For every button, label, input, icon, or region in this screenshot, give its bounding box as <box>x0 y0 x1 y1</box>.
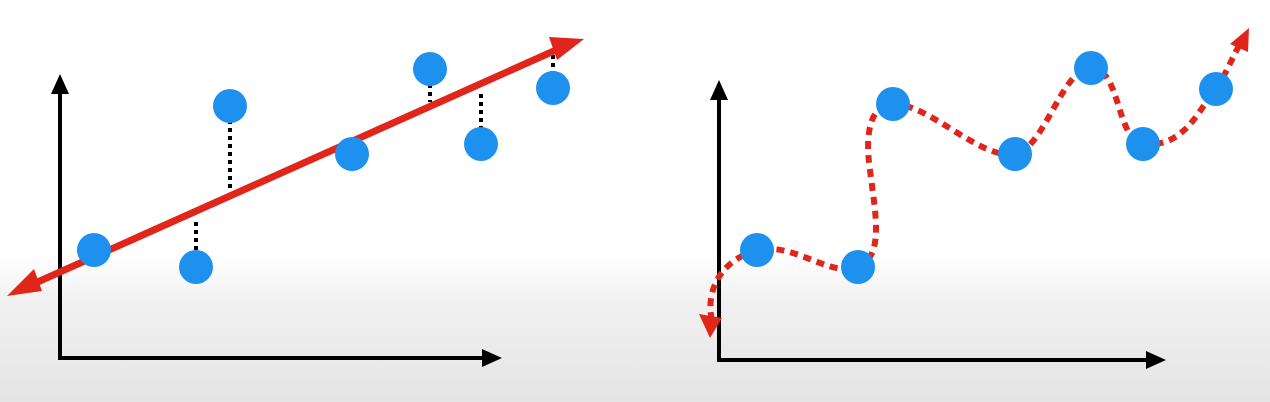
left-points <box>77 52 570 284</box>
data-point <box>998 137 1032 171</box>
fit-curve-arrowhead-left <box>699 314 722 338</box>
right-fit-curve <box>699 28 1249 338</box>
right-panel <box>699 28 1249 369</box>
data-point <box>179 250 213 284</box>
data-point <box>413 52 447 86</box>
right-x-axis-arrowhead <box>1146 351 1166 369</box>
fit-line-arrowhead-right <box>549 37 584 60</box>
data-point <box>1074 51 1108 85</box>
left-panel <box>7 37 584 367</box>
data-point <box>536 71 570 105</box>
left-x-axis-arrowhead <box>482 349 502 367</box>
fit-curve-arrowhead-right <box>1230 28 1249 52</box>
data-point <box>77 233 111 267</box>
left-axes <box>51 74 502 367</box>
left-residuals <box>194 55 555 252</box>
right-axes <box>710 80 1166 369</box>
right-y-axis-arrowhead <box>710 80 728 100</box>
left-fit-line <box>7 37 584 296</box>
data-point <box>876 87 910 121</box>
fit-line <box>18 42 569 293</box>
data-point <box>1126 127 1160 161</box>
fit-line-arrowhead-left <box>7 269 42 296</box>
right-points <box>740 51 1233 284</box>
data-point <box>1199 72 1233 106</box>
data-point <box>740 233 774 267</box>
fit-curve <box>707 42 1243 321</box>
data-point <box>464 127 498 161</box>
data-point <box>841 250 875 284</box>
data-point <box>335 137 369 171</box>
data-point <box>213 89 247 123</box>
left-y-axis-arrowhead <box>51 74 69 94</box>
